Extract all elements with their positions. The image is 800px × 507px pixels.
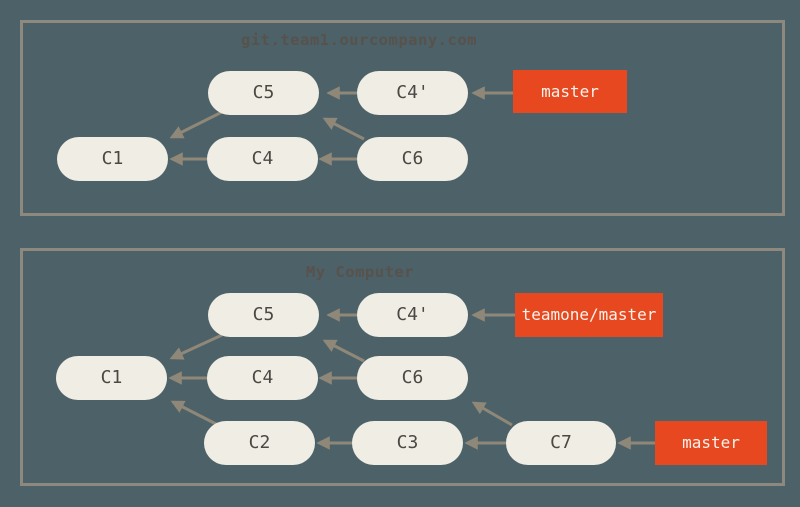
commit-node-local-c1: C1 [56,356,167,400]
remote-panel-title: git.team1.ourcompany.com [241,31,477,49]
commit-node-remote-c1: C1 [57,137,168,181]
branch-label-local-master: master [655,421,767,465]
commit-node-remote-c6: C6 [357,137,468,181]
commit-node-local-c2: C2 [204,421,315,465]
commit-node-local-c5: C5 [208,293,319,337]
remote-repo-panel [20,20,785,216]
commit-node-local-c3: C3 [352,421,463,465]
commit-node-remote-c4: C4 [207,137,318,181]
commit-node-local-c7: C7 [506,421,616,465]
local-repo-panel [20,248,785,486]
branch-label-local-teamone-master: teamone/master [515,293,663,337]
commit-node-local-c4: C4 [207,356,318,400]
commit-node-local-c4prime: C4' [357,293,468,337]
commit-node-local-c6: C6 [357,356,468,400]
commit-node-remote-c5: C5 [208,71,319,115]
local-panel-title: My Computer [305,263,415,281]
commit-node-remote-c4prime: C4' [357,71,468,115]
branch-label-remote-master: master [513,70,627,113]
